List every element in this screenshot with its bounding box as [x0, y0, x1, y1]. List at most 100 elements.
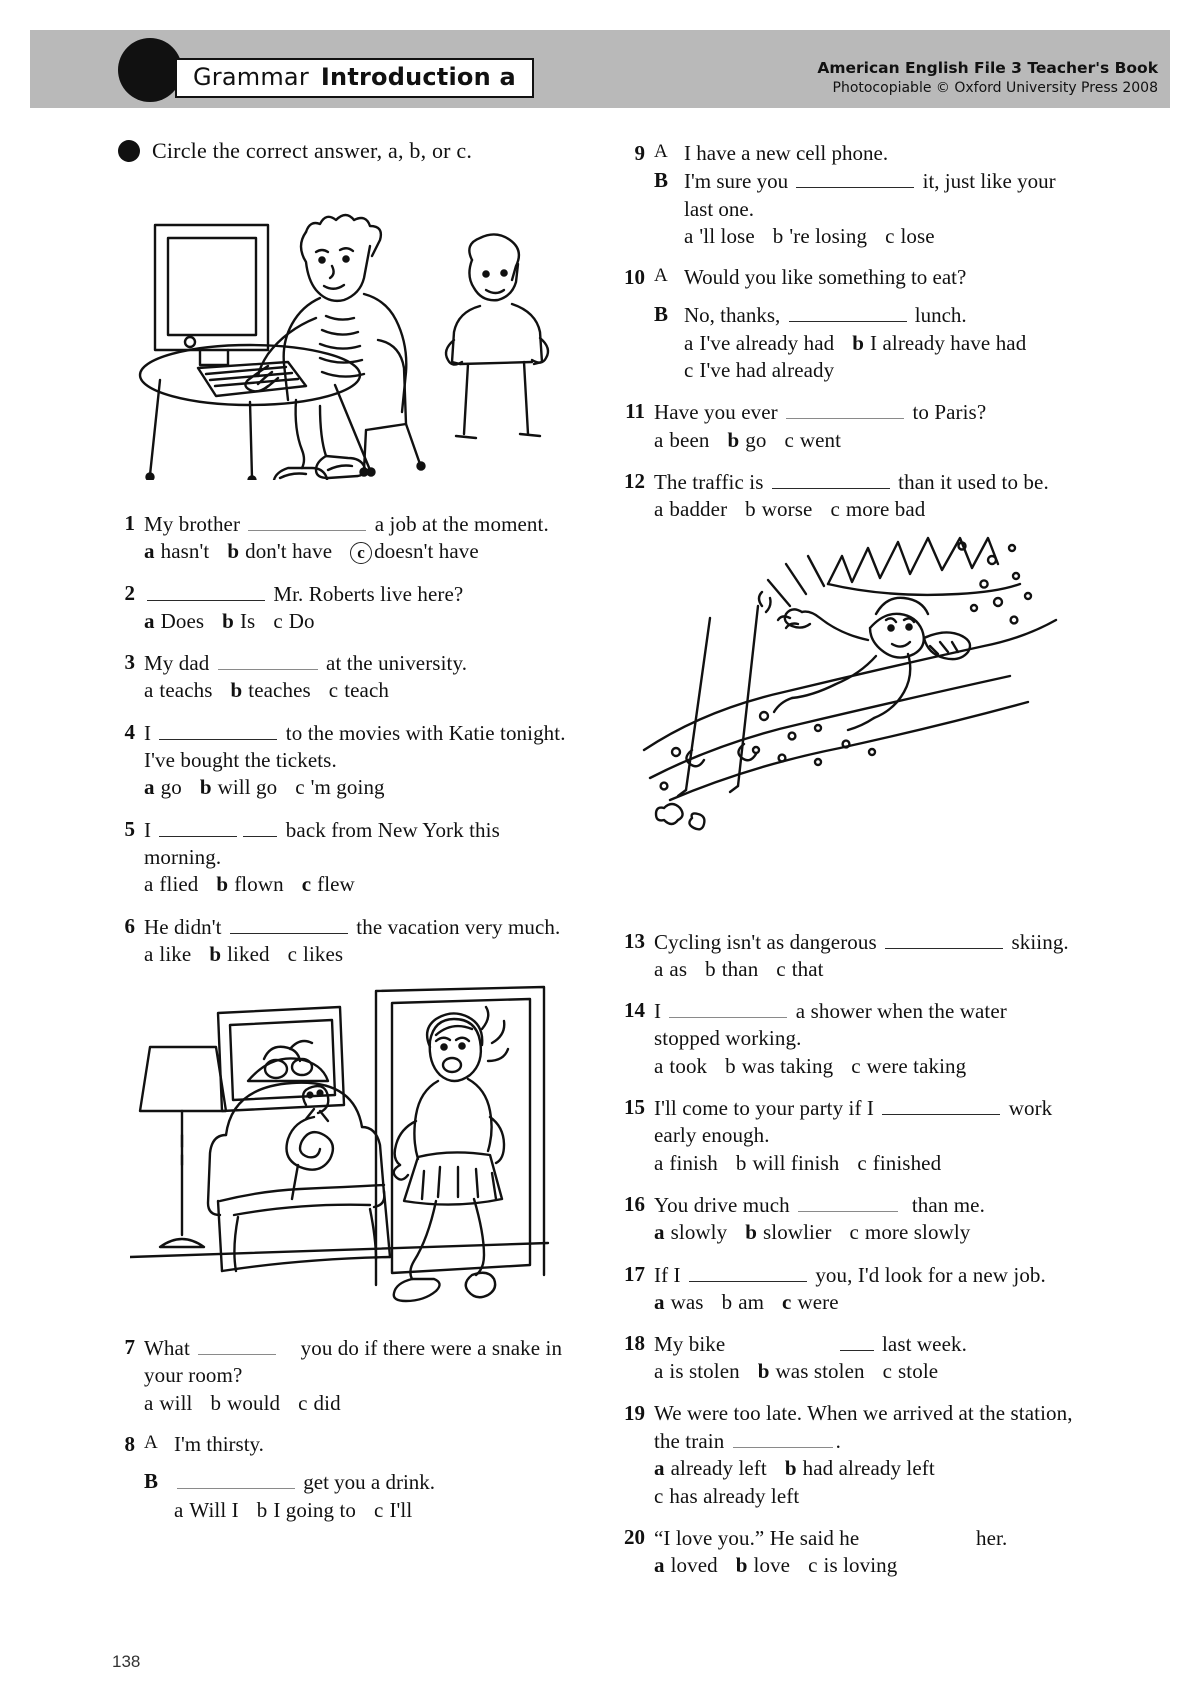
option-a[interactable]: a'll lose — [684, 223, 755, 248]
answer-blank[interactable] — [177, 1468, 295, 1490]
question-stem: What you do if there were a snake in you… — [144, 1334, 578, 1390]
answer-blank[interactable] — [786, 398, 905, 420]
question-number: 2 — [124, 580, 136, 605]
stem-text-after: to Paris? — [907, 400, 987, 425]
answer-blank[interactable] — [248, 510, 367, 531]
answer-blank[interactable] — [688, 1261, 807, 1282]
option-c[interactable]: c'm going — [295, 775, 385, 800]
answer-blank-gap[interactable] — [734, 1330, 834, 1351]
answer-blank[interactable] — [868, 1524, 968, 1545]
answer-blank[interactable] — [198, 1334, 277, 1356]
answer-blank[interactable] — [882, 1094, 1001, 1116]
black-circle-bullet-icon — [118, 140, 140, 162]
answer-blank[interactable] — [885, 928, 1004, 949]
speaker-label-b: B — [654, 168, 669, 193]
answer-blank[interactable] — [771, 468, 890, 489]
answer-blank[interactable] — [217, 649, 318, 671]
stem-text-before: He didn't — [144, 914, 227, 939]
answer-blank[interactable] — [159, 719, 278, 740]
answer-blank[interactable] — [669, 997, 788, 1019]
answer-blank-tail[interactable] — [243, 816, 278, 837]
answer-blank[interactable] — [839, 1330, 874, 1352]
question-number: 8 — [124, 1432, 136, 1457]
speaker-label-a: A — [144, 1432, 158, 1454]
answer-blank[interactable] — [732, 1427, 833, 1449]
answer-blank[interactable] — [229, 913, 348, 934]
stem-text-before: My brother — [144, 512, 246, 536]
answer-blank[interactable] — [159, 816, 238, 837]
stem-text-after: the vacation very much. — [350, 914, 561, 939]
question-number: 4 — [124, 719, 136, 744]
answer-blank[interactable] — [788, 301, 907, 323]
stem-text-after: at the university. — [320, 651, 468, 676]
answer-blank[interactable] — [147, 580, 265, 601]
stem-text-before: My bike — [654, 1332, 731, 1357]
option-b[interactable]: b're losing — [772, 223, 868, 248]
black-circle-bullet-icon — [118, 38, 182, 102]
answer-blank[interactable] — [796, 167, 915, 189]
answer-blank[interactable] — [798, 1191, 899, 1212]
question-stem: We were too late. When we arrived at the… — [654, 1400, 1075, 1456]
